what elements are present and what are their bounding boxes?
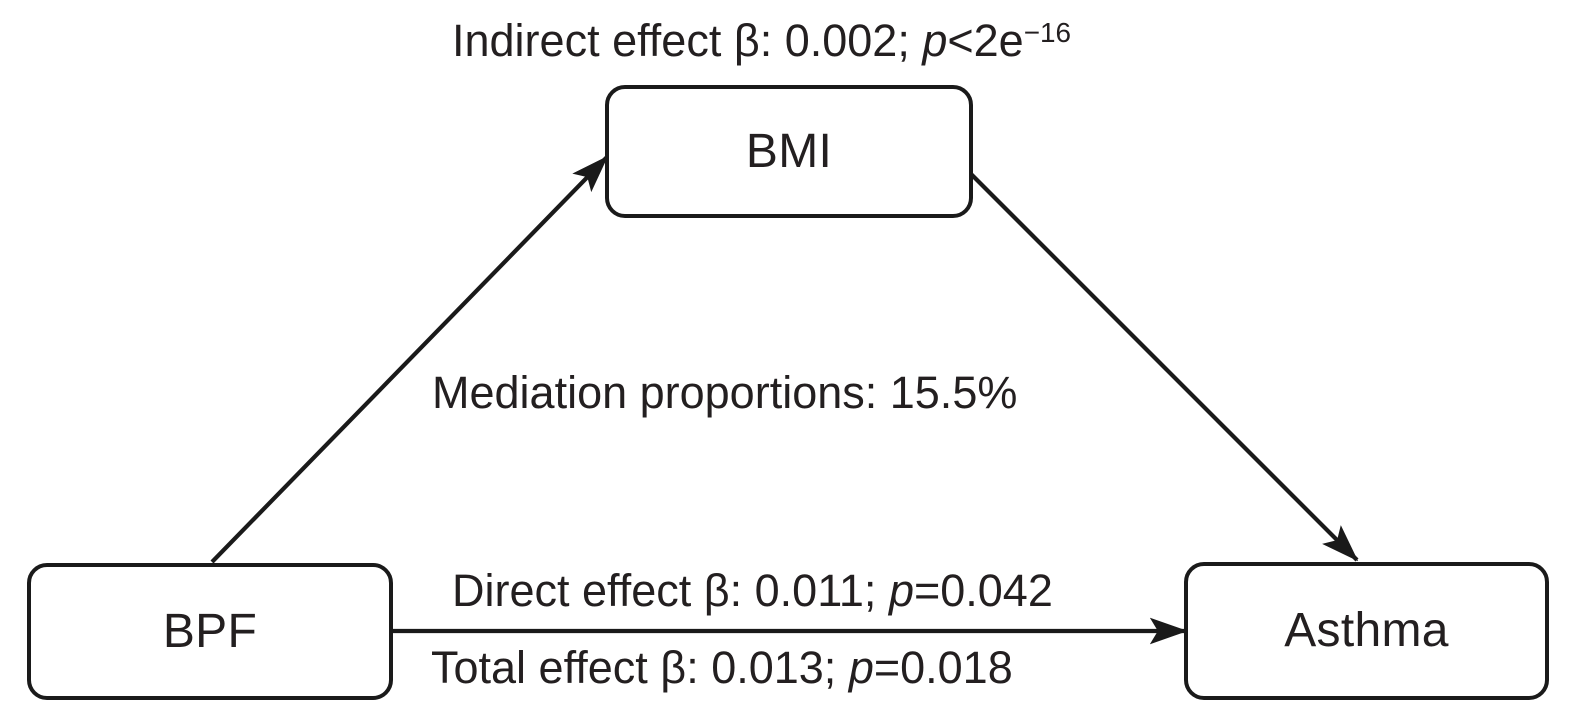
total-effect-label: Total effect β: 0.013; p=0.018 (431, 645, 1013, 690)
node-bpf-label: BPF (162, 604, 258, 658)
direct-p-relation: =0.042 (913, 565, 1053, 616)
edge-bmi-to-asthma (967, 170, 1359, 562)
indirect-p-mantissa: 2e (973, 15, 1024, 66)
node-asthma-label: Asthma (1284, 604, 1449, 657)
node-bmi-label: BMI (745, 124, 833, 178)
node-bmi[interactable]: BMI (605, 85, 973, 218)
total-p-symbol: p (848, 642, 874, 693)
direct-p-symbol: p (888, 565, 914, 616)
total-p-relation: =0.018 (873, 642, 1013, 693)
edge-bpf-to-bmi (210, 155, 609, 564)
node-bpf[interactable]: BPF (27, 563, 393, 700)
indirect-effect-text: Indirect effect β: 0.002; (452, 15, 923, 66)
node-asthma[interactable]: Asthma (1184, 562, 1549, 700)
total-effect-text: Total effect β: 0.013; (431, 642, 849, 693)
indirect-p-relation: < (947, 15, 974, 66)
direct-effect-text: Direct effect β: 0.011; (452, 565, 889, 616)
indirect-effect-label: Indirect effect β: 0.002; p<2e−16 (452, 18, 1071, 63)
direct-effect-label: Direct effect β: 0.011; p=0.042 (452, 568, 1053, 613)
mediation-proportion-text: Mediation proportions: 15.5% (432, 367, 1018, 418)
mediation-proportion-label: Mediation proportions: 15.5% (432, 370, 1017, 415)
indirect-p-symbol: p (922, 15, 948, 66)
indirect-p-exponent: −16 (1023, 16, 1072, 48)
